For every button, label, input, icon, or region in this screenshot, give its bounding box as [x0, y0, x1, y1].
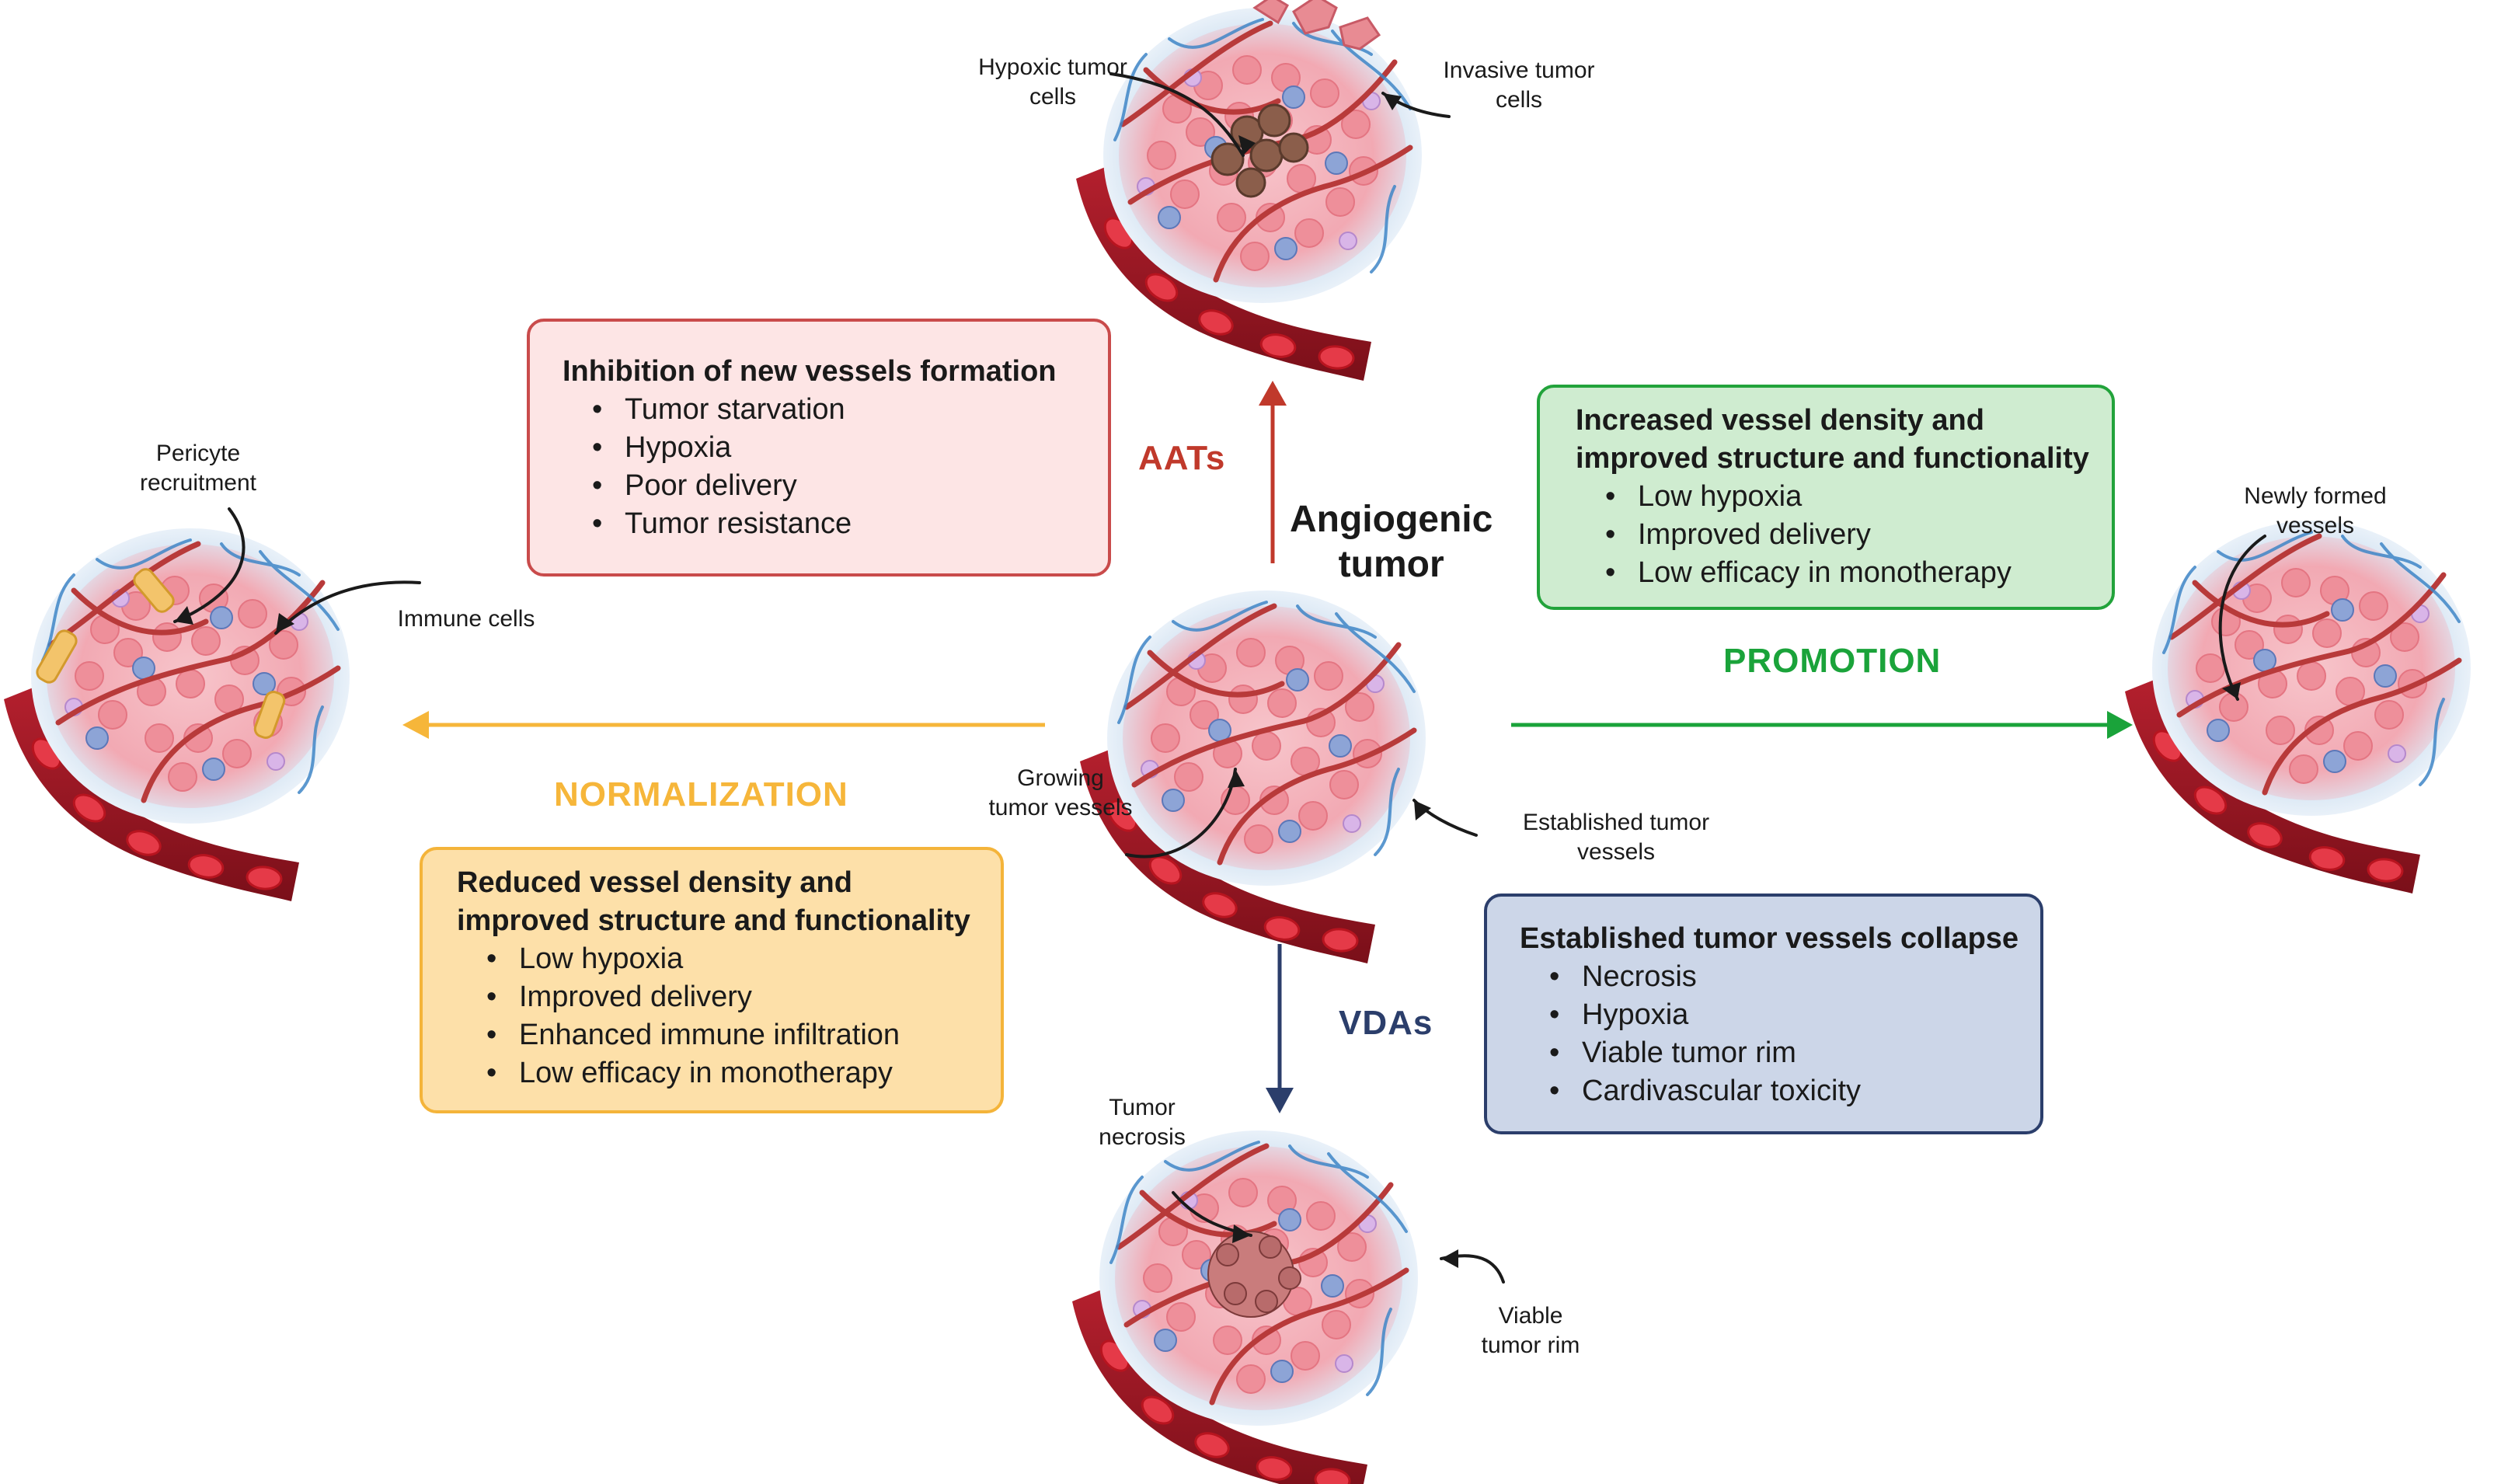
center-title-line1: Angiogenic: [1290, 499, 1493, 540]
hypoxic-cell-cluster: [1210, 103, 1309, 198]
vdas-box: Established tumor vessels collapse Necro…: [1484, 894, 2043, 1134]
promotion-heading-line2: improved structure and functionality: [1576, 442, 2089, 475]
right-tumor-illustration: [2123, 521, 2471, 895]
aats-bullet: Tumor resistance: [563, 505, 1108, 543]
aats-arrow: [1259, 381, 1287, 563]
invasive-tumor-cells: [1252, 0, 1381, 51]
aats-bullet: Hypoxia: [563, 429, 1108, 467]
aats-bullet: Tumor starvation: [563, 391, 1108, 429]
label-established-tumor-vessels: Established tumor vessels: [1503, 808, 1729, 867]
normalization-arrow: [402, 711, 1045, 739]
normalization-heading-line1: Reduced vessel density and: [457, 866, 852, 899]
promotion-box: Increased vessel density and improved st…: [1537, 385, 2115, 610]
label-line: Invasive tumor: [1443, 57, 1595, 83]
label-line: recruitment: [139, 470, 257, 496]
normalization-heading-line2: improved structure and functionality: [457, 904, 970, 937]
label-line: Immune cells: [397, 606, 535, 632]
left-tumor-illustration: [2, 528, 350, 903]
promotion-bullet: Low efficacy in monotherapy: [1576, 554, 2112, 592]
pericytes: [36, 568, 286, 739]
label-line: cells: [1029, 84, 1076, 110]
label-line: Viable: [1498, 1303, 1563, 1329]
promotion-bullet: Improved delivery: [1576, 516, 2112, 554]
aats-bullet-list: Tumor starvation Hypoxia Poor delivery T…: [563, 391, 1108, 543]
promotion-bullet-list: Low hypoxia Improved delivery Low effica…: [1576, 478, 2112, 592]
necrotic-core: [1207, 1231, 1301, 1318]
bottom-tumor-illustration: [1071, 1130, 1418, 1484]
vdas-arrow: [1266, 944, 1294, 1113]
normalization-bullet: Enhanced immune infiltration: [457, 1016, 1001, 1054]
label-line: cells: [1495, 87, 1542, 113]
vdas-bullet: Necrosis: [1520, 958, 2040, 996]
promotion-arrow: [1511, 711, 2133, 739]
strategy-label-normalization: NORMALIZATION: [554, 775, 848, 813]
vdas-bullet: Cardivascular toxicity: [1520, 1072, 2040, 1110]
label-line: Hypoxic tumor: [978, 54, 1127, 80]
hypoxic-pointer: [1109, 72, 1245, 157]
aats-box: Inhibition of new vessels formation Tumo…: [527, 319, 1111, 577]
promotion-bullet: Low hypoxia: [1576, 478, 2112, 516]
label-line: necrosis: [1099, 1124, 1186, 1150]
label-newly-formed-vessels: Newly formed vessels: [2230, 482, 2401, 541]
newly-pointer: [2218, 535, 2266, 701]
normalization-bullet: Improved delivery: [457, 978, 1001, 1016]
aats-heading-line1: Inhibition of new vessels formation: [563, 355, 1057, 388]
normalization-box: Reduced vessel density and improved stru…: [420, 847, 1004, 1113]
vdas-bullet: Hypoxia: [1520, 996, 2040, 1034]
top-tumor-illustration: [1075, 0, 1422, 382]
label-invasive-tumor-cells: Invasive tumor cells: [1422, 56, 1616, 115]
label-line: Newly formed: [2244, 483, 2387, 509]
label-line: Tumor: [1109, 1095, 1176, 1120]
promotion-heading-line1: Increased vessel density and: [1576, 404, 1984, 437]
vdas-bullet-list: Necrosis Hypoxia Viable tumor rim Cardiv…: [1520, 958, 2040, 1110]
strategy-label-promotion: PROMOTION: [1723, 642, 1942, 680]
strategy-label-aats: AATs: [1138, 439, 1226, 477]
vdas-heading-line1: Established tumor vessels collapse: [1520, 922, 2019, 955]
label-hypoxic-tumor-cells: Hypoxic tumor cells: [956, 53, 1150, 112]
label-line: vessels: [2276, 513, 2355, 538]
normalization-bullet-list: Low hypoxia Improved delivery Enhanced i…: [457, 940, 1001, 1092]
label-pericyte-recruitment: Pericyte recruitment: [120, 439, 276, 498]
label-line: Pericyte: [155, 441, 241, 466]
label-tumor-necrosis: Tumor necrosis: [1088, 1093, 1197, 1152]
label-line: Established tumor: [1522, 810, 1710, 835]
label-line: vessels: [1576, 839, 1656, 865]
vdas-bullet: Viable tumor rim: [1520, 1034, 2040, 1072]
label-immune-cells: Immune cells: [381, 604, 552, 634]
label-growing-tumor-vessels: Growing tumor vessels: [967, 764, 1154, 823]
center-title: Angiogenic tumor: [1290, 497, 1493, 587]
strategy-label-vdas: VDAs: [1339, 1004, 1433, 1042]
normalization-bullet: Low efficacy in monotherapy: [457, 1054, 1001, 1092]
aats-bullet: Poor delivery: [563, 467, 1108, 505]
growing-pointer: [1125, 768, 1237, 859]
normalization-bullet: Low hypoxia: [457, 940, 1001, 978]
label-viable-tumor-rim: Viable tumor rim: [1461, 1301, 1601, 1360]
center-title-line2: tumor: [1338, 544, 1444, 585]
label-line: tumor rim: [1481, 1332, 1580, 1358]
pericyte-pointer: [173, 507, 246, 623]
label-line: Growing: [1017, 765, 1104, 791]
label-line: tumor vessels: [988, 795, 1133, 820]
